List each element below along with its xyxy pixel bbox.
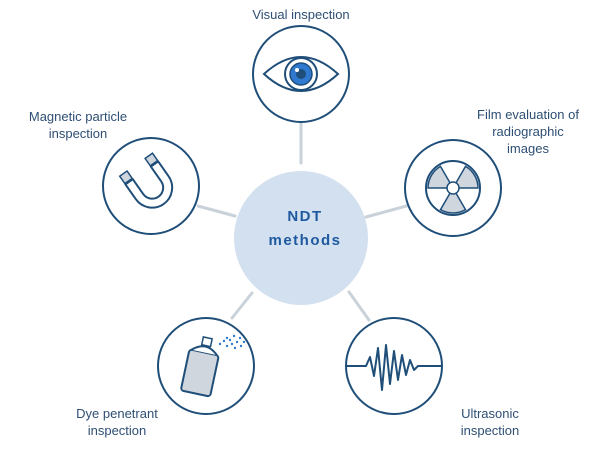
connectors: [196, 121, 412, 322]
node-magnetic-circle: [102, 137, 200, 235]
node-film: [404, 139, 502, 237]
connector-dye: [230, 291, 254, 320]
label-ultrasonic: Ultrasonic inspection: [440, 405, 540, 439]
connector-film: [364, 203, 412, 219]
node-ultrasonic-circle: [345, 317, 443, 415]
spray-mist: [218, 334, 246, 350]
label-dye: Dye penetrant inspection: [62, 405, 172, 439]
radiation-icon: [425, 160, 481, 216]
label-ultrasonic-line2: inspection: [460, 423, 520, 438]
label-magnetic-line2: inspection: [48, 126, 108, 141]
waveform-icon: [347, 344, 441, 391]
label-dye-line2: inspection: [87, 423, 147, 438]
eye-icon: [262, 56, 340, 92]
label-magnetic: Magnetic particle inspection: [8, 108, 148, 142]
center-title: NDT methods: [236, 205, 374, 253]
label-film-line3: images: [507, 141, 549, 156]
label-ultrasonic-line1: Ultrasonic: [461, 406, 519, 421]
label-film-line2: radiographic: [492, 124, 564, 139]
spray-can-icon: [180, 336, 220, 398]
label-visual: Visual inspection: [226, 6, 376, 23]
node-visual: [252, 25, 350, 123]
connector-ultrasonic: [347, 290, 371, 322]
label-film-line1: Film evaluation of: [477, 107, 579, 122]
node-dye: [157, 317, 255, 415]
node-magnetic: [102, 137, 200, 235]
label-film: Film evaluation of radiographic images: [458, 106, 598, 157]
label-visual-line1: Visual inspection: [252, 7, 350, 22]
center-title-line1: NDT: [287, 208, 323, 225]
connector-magnetic: [196, 204, 237, 218]
label-dye-line1: Dye penetrant: [76, 406, 158, 421]
center-title-line2: methods: [268, 232, 342, 249]
magnet-icon: [118, 152, 174, 209]
label-magnetic-line1: Magnetic particle: [28, 109, 128, 124]
center-circle: [234, 171, 368, 305]
node-ultrasonic: [345, 317, 443, 415]
